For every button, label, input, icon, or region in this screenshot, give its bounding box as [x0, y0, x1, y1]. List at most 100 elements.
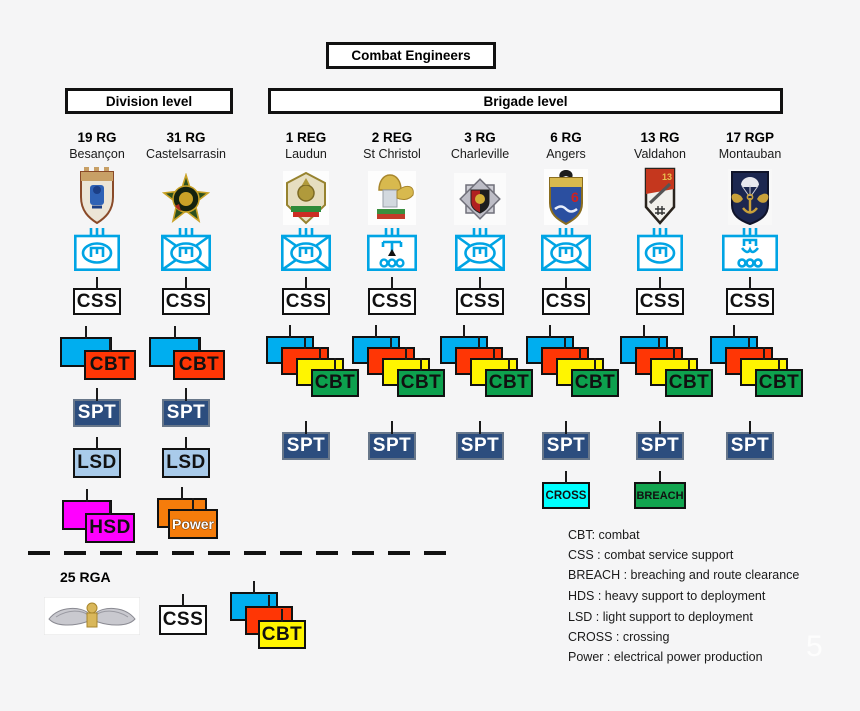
unit-css-19rg: CSS [73, 277, 121, 315]
legend-line-cross: CROSS : crossing [568, 630, 670, 644]
unit-spt-6rg: SPT [542, 421, 590, 460]
insignia-3rg-icon [454, 173, 506, 225]
unit-power-31rg-layer-2: Power [168, 498, 218, 539]
unit-css-17rgp: CSS [726, 277, 774, 315]
unit-hsd-19rg-layer-2: HSD [85, 502, 135, 543]
unit-label: CBT [261, 623, 303, 645]
unit-spt-19rg: SPT [73, 388, 121, 427]
insignia-2reg-icon [368, 171, 416, 225]
division-level-label: Division level [105, 93, 193, 109]
column-name-6rg: 6 RG [550, 130, 582, 145]
unit-css-6rg: CSS [542, 277, 590, 315]
column-city-13rg: Valdahon [634, 147, 686, 161]
svg-text:6: 6 [571, 189, 579, 205]
unit-label: CBT [400, 372, 442, 393]
column-name-13rg: 13 RG [640, 130, 680, 145]
eagle-wings-insignia-icon [43, 596, 141, 636]
unit-lsd-19rg: LSD [73, 437, 121, 478]
section-divider-dashed-line [28, 551, 450, 555]
unit-spt-17rgp: SPT [726, 421, 774, 460]
unit-label: CBT [488, 372, 530, 393]
brigade-level-label: Brigade level [483, 93, 568, 109]
unit-label: BREACH [636, 489, 684, 502]
column-city-31rg: Castelsarrasin [146, 147, 226, 161]
unit-spt-3rg: SPT [456, 421, 504, 460]
unit-css-2reg: CSS [368, 277, 416, 315]
unit-cbt-2reg-layer-4: CBT [397, 358, 445, 397]
unit-cbt-1reg-layer-4: CBT [311, 358, 359, 397]
unit-lsd-31rg: LSD [162, 437, 210, 478]
column-name-2reg: 2 REG [371, 130, 413, 145]
unit-label: CBT [668, 372, 710, 393]
legend-line-power: Power : electrical power production [568, 650, 763, 664]
column-name-31rg: 31 RG [166, 130, 206, 145]
unit-cbt-6rg-layer-4: CBT [571, 358, 619, 397]
column-name-1reg: 1 REG [285, 130, 327, 145]
unit-cbt-25rga-layer-yellow: CBT [258, 609, 306, 649]
svg-text:13: 13 [662, 172, 672, 182]
unit-cbt-19rg-layer-2: CBT [84, 339, 136, 380]
unit-label: CBT [178, 354, 220, 375]
unit-breach-13rg: BREACH [634, 471, 686, 509]
brigade-level-box: Brigade level [268, 88, 783, 114]
unit-label: CROSS [545, 489, 587, 502]
unit-css-31rg: CSS [162, 277, 210, 315]
unit-label: LSD [77, 452, 117, 473]
unit-label: CBT [314, 372, 356, 393]
unit-spt-13rg: SPT [636, 421, 684, 460]
nato-symbol-engineer-crossed-1reg [280, 228, 332, 272]
unit-spt-31rg: SPT [162, 388, 210, 427]
unit-cbt-13rg-layer-4: CBT [665, 358, 713, 397]
unit-cross-6rg: CROSS [542, 471, 590, 509]
legend-line-cbt: CBT: combat [568, 528, 640, 542]
column-name-19rg: 19 RG [77, 130, 117, 145]
unit-label: SPT [286, 435, 326, 456]
legend-line-breach: BREACH : breaching and route clearance [568, 568, 800, 582]
unit-label: CSS [162, 609, 204, 630]
unit-label: CSS [76, 290, 118, 312]
unit-label: SPT [640, 435, 680, 456]
nato-symbol-engineer-crossed-31rg [160, 228, 212, 272]
unit-label: Power [171, 516, 214, 532]
column-city-19rg: Besançon [69, 147, 125, 161]
unit-label: LSD [166, 452, 206, 473]
column-name-17rgp: 17 RGP [725, 130, 775, 145]
nato-symbol-engineer-13rg [636, 228, 684, 272]
unit-label: CSS [371, 290, 413, 312]
nato-symbol-engineer-crossed-6rg [540, 228, 592, 272]
insignia-6rg-icon: 6 [544, 169, 588, 226]
unit-label: CBT [574, 372, 616, 393]
main-title: Combat Engineers [351, 48, 471, 63]
unit-label: CSS [285, 290, 327, 312]
legend-line-lsd: LSD : light support to deployment [568, 610, 753, 624]
unit-label: CBT [89, 354, 131, 375]
legend-line-css: CSS : combat service support [568, 548, 734, 562]
bottom-regiment-name: 25 RGA [60, 569, 111, 585]
column-city-1reg: Laudun [285, 147, 327, 161]
nato-symbol-engineer-airborne-17rgp [721, 228, 779, 272]
unit-label: SPT [372, 435, 412, 456]
unit-spt-2reg: SPT [368, 421, 416, 460]
unit-label: CBT [758, 372, 800, 393]
page-number: 5 [806, 630, 823, 663]
unit-label: SPT [460, 435, 500, 456]
nato-symbol-engineer-drilling-2reg [366, 228, 418, 272]
insignia-1reg-icon [283, 171, 329, 225]
nato-symbol-engineer-19rg [73, 228, 121, 272]
column-name-3rg: 3 RG [464, 130, 496, 145]
column-city-17rgp: Montauban [718, 147, 782, 161]
unit-label: SPT [730, 435, 770, 456]
unit-css-25rga: CSS [159, 594, 207, 635]
column-city-2reg: St Christol [363, 147, 421, 161]
insignia-17rgp-icon [728, 169, 772, 226]
unit-label: CSS [459, 290, 501, 312]
unit-spt-1reg: SPT [282, 421, 330, 460]
unit-cbt-17rgp-layer-4: CBT [755, 358, 803, 397]
insignia-31rg-icon [161, 172, 211, 225]
unit-label: SPT [77, 402, 117, 423]
unit-label: CSS [165, 290, 207, 312]
unit-label: HSD [89, 517, 131, 538]
nato-symbol-engineer-crossed-3rg [454, 228, 506, 272]
column-city-3rg: Charleville [450, 147, 510, 161]
